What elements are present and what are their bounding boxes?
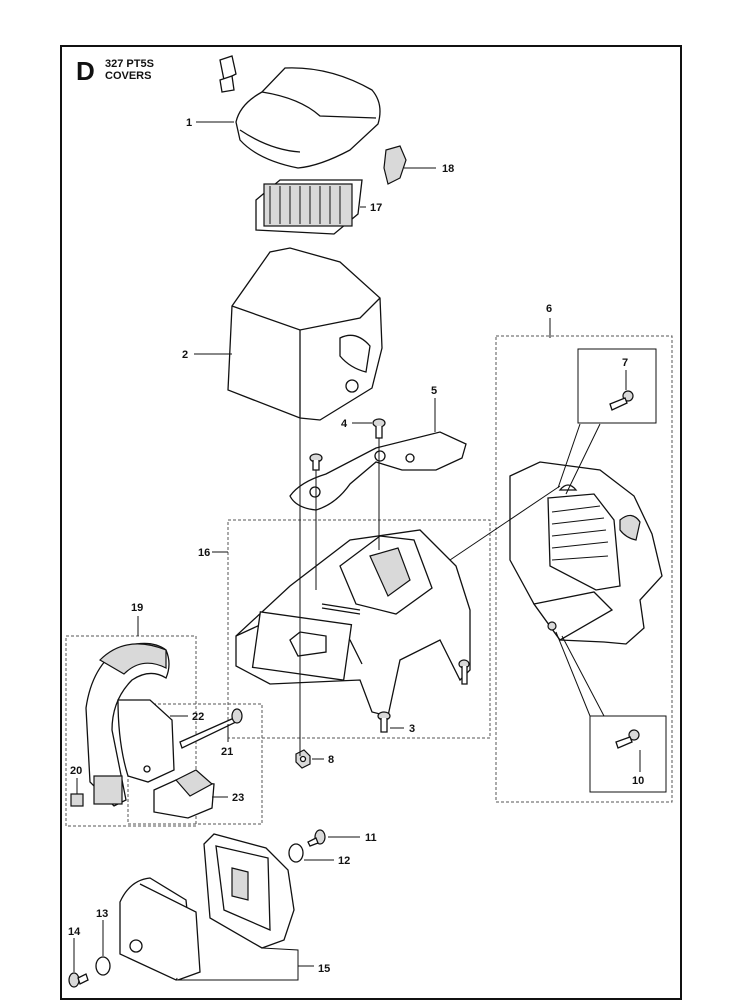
part-label-8: 8 xyxy=(328,754,334,766)
cylinder-shroud xyxy=(119,833,295,981)
leader-10-pointer-2 xyxy=(561,635,605,717)
part-label-17: 17 xyxy=(370,202,382,214)
cylinder-cover xyxy=(235,529,471,717)
screw-bracket xyxy=(309,453,323,471)
section-title: COVERS xyxy=(105,70,152,82)
air-filter-element xyxy=(255,179,363,235)
screw-10 xyxy=(615,729,640,749)
detail-box-7 xyxy=(577,348,657,424)
fan-housing xyxy=(509,461,663,645)
part-label-21: 21 xyxy=(221,746,233,758)
o-ring-12 xyxy=(288,843,304,863)
screw-14 xyxy=(68,972,89,988)
detail-box-10 xyxy=(589,715,667,793)
group-box-16 xyxy=(227,519,491,739)
clamp-block-23 xyxy=(153,769,215,819)
part-label-19: 19 xyxy=(131,602,143,614)
part-label-1: 1 xyxy=(186,117,192,129)
part-label-10: 10 xyxy=(632,775,644,787)
diagram-frame xyxy=(60,45,682,1000)
screw-7 xyxy=(609,390,634,411)
square-nut-20 xyxy=(70,793,84,807)
bolt-21 xyxy=(179,708,243,749)
part-label-22: 22 xyxy=(192,711,204,723)
o-ring-13 xyxy=(95,956,111,976)
section-letter: D xyxy=(76,56,95,86)
part-label-16: 16 xyxy=(198,547,210,559)
screw-11 xyxy=(307,829,326,847)
screw-16-right xyxy=(458,659,470,685)
bracket-plate xyxy=(289,431,467,511)
part-label-15: 15 xyxy=(318,963,330,975)
model-code: 327 PT5S xyxy=(105,58,154,70)
part-label-12: 12 xyxy=(338,855,350,867)
part-label-4: 4 xyxy=(341,418,348,430)
part-label-2: 2 xyxy=(182,349,188,361)
part-label-18: 18 xyxy=(442,163,454,175)
part-label-20: 20 xyxy=(70,765,82,777)
leader-15 xyxy=(176,947,314,981)
screw-3 xyxy=(377,711,391,733)
assembly-line-6 xyxy=(449,485,561,561)
filter-housing xyxy=(227,247,383,421)
part-label-13: 13 xyxy=(96,908,108,920)
nut-8 xyxy=(295,749,311,769)
handle-bracket xyxy=(85,642,175,807)
part-label-11: 11 xyxy=(365,832,377,844)
leader-7-pointer-2 xyxy=(565,423,601,495)
part-label-14: 14 xyxy=(68,926,81,938)
part-label-23: 23 xyxy=(232,792,244,804)
leader-10-pointer xyxy=(555,631,591,717)
part-label-5: 5 xyxy=(431,385,437,397)
group-box-19 xyxy=(65,635,197,827)
part-label-7: 7 xyxy=(622,357,628,369)
part-label-6: 6 xyxy=(546,303,552,315)
leader-7-pointer xyxy=(557,423,581,489)
part-label-3: 3 xyxy=(409,723,415,735)
screw-4 xyxy=(372,418,386,439)
air-filter-cover xyxy=(219,55,407,185)
group-box-6 xyxy=(495,335,673,803)
